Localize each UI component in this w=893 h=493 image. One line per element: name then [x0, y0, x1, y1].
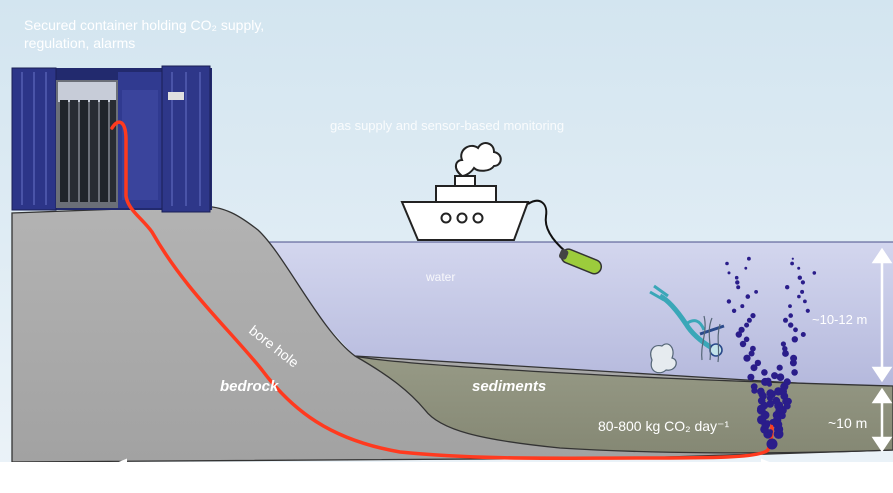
co2-bubble: [772, 396, 781, 405]
co2-bubble: [769, 419, 776, 425]
co2-bubble: [758, 390, 766, 399]
co2-bubble: [800, 280, 806, 285]
co2-bubble: [754, 290, 758, 294]
co2-bubble: [754, 359, 762, 367]
water-body: [250, 242, 893, 390]
co2-bubble: [743, 354, 751, 362]
co2-bubble: [751, 387, 758, 394]
co2-bubble: [766, 438, 778, 450]
co2-bubble: [783, 402, 791, 410]
water-depth-label: ~10-12 m: [812, 312, 868, 327]
co2-bubble: [747, 256, 751, 261]
co2-bubble: [765, 420, 771, 426]
co2-bubble: [788, 313, 793, 318]
co2-bubble: [734, 275, 739, 280]
release-rate-label: 80-800 kg CO₂ day⁻¹: [598, 418, 730, 434]
co2-bubble: [797, 275, 802, 280]
co2-bubble: [740, 304, 745, 309]
co2-container: [11, 65, 212, 213]
co2-bubble: [790, 261, 794, 266]
co2-bubble: [735, 331, 742, 338]
sediment-depth-label: ~10 m: [828, 415, 868, 431]
co2-bubble: [780, 341, 787, 347]
co2-bubble: [725, 261, 729, 266]
co2-bubble: [747, 373, 755, 381]
co2-bubble: [783, 378, 791, 386]
sediments-label: sediments: [472, 378, 547, 395]
distance-label: 350m: [368, 480, 401, 493]
water-label: water: [426, 270, 456, 284]
co2-bubble: [803, 299, 807, 304]
co2-bubble: [727, 271, 731, 275]
co2-bubble: [788, 304, 792, 308]
co2-bubble: [766, 389, 775, 398]
co2-bubble: [767, 429, 773, 435]
co2-bubble: [739, 340, 747, 348]
co2-bubble: [750, 313, 756, 319]
co2-bubble: [750, 345, 756, 352]
co2-bubble: [800, 332, 806, 337]
co2-pipeline: [110, 120, 774, 460]
co2-bubble: [788, 322, 794, 328]
co2-bubble: [735, 280, 740, 285]
co2-bubble: [750, 364, 758, 372]
water-depth-arrow: [871, 247, 893, 383]
co2-bubble: [793, 327, 798, 333]
co2-bubble: [791, 336, 798, 343]
co2-bubble: [782, 350, 789, 357]
co2-bubble: [791, 257, 794, 260]
seaweed-icon: [650, 315, 721, 374]
co2-bubble: [743, 336, 750, 343]
co2-bubble: [757, 404, 765, 413]
boat-icon: [400, 142, 567, 253]
co2-bubble: [779, 387, 787, 396]
sediment-depth-arrow: [871, 387, 893, 453]
co2-bubble: [812, 271, 817, 275]
co2-bubble: [766, 400, 774, 408]
co2-bubble: [800, 289, 805, 294]
co2-bubble: [778, 407, 785, 414]
co2-bubble: [745, 294, 751, 299]
sediment-layer: [354, 355, 893, 454]
co2-bubble: [776, 373, 785, 382]
co2-bubble: [761, 369, 768, 376]
co2-bubble: [805, 308, 810, 313]
co2-bubble: [736, 285, 741, 290]
co2-bubble: [766, 381, 773, 387]
bedrock-label: bedrock: [220, 378, 279, 395]
co2-bubble: [776, 429, 783, 437]
distance-arrow: [111, 458, 777, 472]
co2-bubble: [785, 285, 790, 290]
co2-bubble: [738, 326, 745, 333]
co2-bubble: [744, 266, 748, 270]
container-label: Secured container holding CO₂ supply, re…: [24, 17, 265, 51]
co2-bubble-plume: [725, 256, 817, 450]
sensor-probe-icon: [559, 248, 603, 275]
co2-bubble: [783, 317, 788, 323]
co2-bubble: [746, 317, 752, 323]
ship-label: gas supply and sensor-based monitoring: [330, 118, 565, 133]
co2-bubble: [771, 372, 779, 380]
co2-bubble: [776, 364, 783, 371]
co2-bubble: [790, 354, 798, 362]
co2-bubble: [791, 369, 798, 376]
co2-bubble: [744, 322, 750, 328]
co2-bubble: [782, 346, 788, 352]
co2-bubble: [748, 350, 755, 357]
co2-bubble: [779, 412, 786, 420]
co2-bubble: [726, 299, 732, 304]
co2-bubble: [731, 308, 737, 313]
co2-bubble: [797, 294, 801, 299]
bottom-strip: [0, 462, 893, 493]
co2-bubble: [797, 266, 801, 270]
